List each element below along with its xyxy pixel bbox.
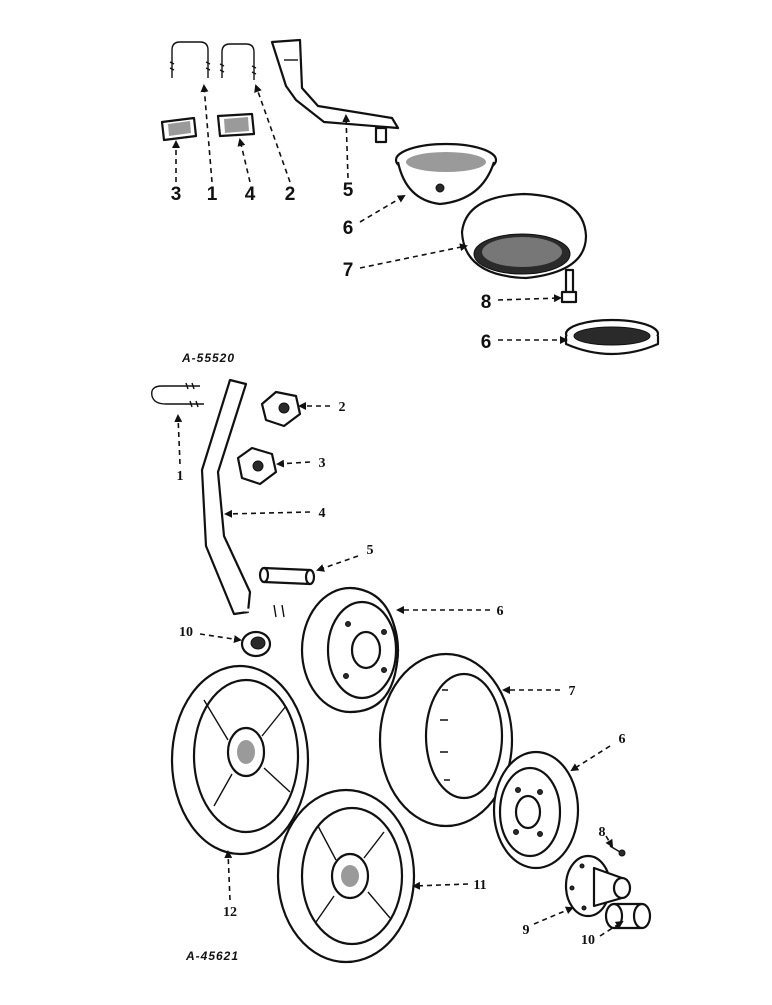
callout-lower-4: 4	[319, 506, 326, 521]
callout-lower-5: 5	[367, 543, 374, 558]
callout-upper-2: 2	[285, 184, 296, 205]
cast-wheel-part-12	[170, 664, 310, 856]
callout-upper-6b: 6	[481, 332, 492, 353]
callout-lower-8: 8	[599, 825, 606, 840]
hub-half-part-6b	[564, 318, 660, 356]
callout-upper-4: 4	[245, 184, 256, 205]
leader-lower-12	[224, 850, 233, 901]
leader-upper-1	[200, 84, 213, 183]
callout-lower-2: 2	[339, 400, 346, 415]
leader-lower-9	[533, 906, 574, 925]
callout-upper-5: 5	[343, 180, 354, 201]
callout-upper-1: 1	[207, 184, 218, 205]
leader-upper-8	[497, 294, 562, 303]
leader-upper-4	[237, 138, 251, 183]
axle-arm-part-4	[200, 378, 297, 618]
tire-part-7	[460, 192, 588, 280]
callout-lower-6a: 6	[497, 604, 504, 619]
figure-id-upper: A-55520	[181, 351, 235, 365]
callout-lower-9: 9	[523, 923, 530, 938]
leader-lower-10a	[199, 633, 242, 644]
leader-lower-5	[316, 555, 359, 572]
callout-upper-6a: 6	[343, 218, 354, 239]
callout-upper-3: 3	[171, 184, 182, 205]
leader-lower-8	[605, 835, 614, 848]
callout-lower-6b: 6	[619, 732, 626, 747]
callout-lower-10a: 10	[179, 625, 193, 640]
u-bolt-part-2	[219, 43, 257, 80]
callout-lower-3: 3	[319, 456, 326, 471]
leader-lower-11	[412, 881, 469, 890]
clamp-part-2	[260, 390, 302, 428]
hub-half-part-6a	[300, 586, 400, 714]
upper-assembly: 3 1 4 2 5 6 7 8 6 A-55520	[160, 38, 660, 365]
bolt-part-8	[609, 845, 626, 857]
callout-lower-10b: 10	[581, 933, 595, 948]
clamp-part-3	[236, 446, 278, 486]
spacer-part-10a	[240, 630, 272, 658]
callout-upper-7: 7	[343, 260, 354, 281]
u-bolt-part-1	[151, 382, 204, 408]
leader-upper-6a	[359, 194, 406, 223]
pin-part-5	[258, 566, 316, 586]
callout-lower-12: 12	[223, 905, 237, 920]
lower-assembly: 1 2 3 4 5 6 10 7 6 12 11 8 9 10 A-45621	[151, 378, 652, 964]
clamp-plate-part-4	[216, 112, 256, 138]
callout-lower-1: 1	[177, 469, 184, 484]
spacer-part-10b	[604, 902, 652, 930]
leader-lower-3	[276, 459, 311, 468]
tire-part-7	[378, 652, 514, 828]
callout-lower-7: 7	[569, 684, 576, 699]
leader-upper-7	[359, 243, 468, 269]
hub-half-part-6a	[394, 142, 498, 206]
leader-upper-5	[342, 114, 351, 179]
figure-id-lower: A-45621	[185, 949, 239, 963]
u-bolt-part-1	[169, 41, 211, 78]
axle-arm-part-5	[270, 38, 400, 144]
leader-lower-1	[174, 414, 183, 465]
leader-upper-2	[254, 84, 291, 183]
leader-lower-4	[224, 509, 311, 518]
cast-wheel-part-11	[276, 788, 416, 964]
hub-part-9	[564, 854, 632, 918]
leader-lower-6b	[570, 745, 611, 772]
bolt-part-8	[560, 268, 578, 304]
callout-lower-11: 11	[473, 878, 486, 893]
hub-half-part-6b	[492, 750, 580, 870]
clamp-plate-part-3	[160, 116, 198, 142]
callout-upper-8: 8	[481, 292, 492, 313]
leader-lower-10b	[599, 920, 624, 937]
